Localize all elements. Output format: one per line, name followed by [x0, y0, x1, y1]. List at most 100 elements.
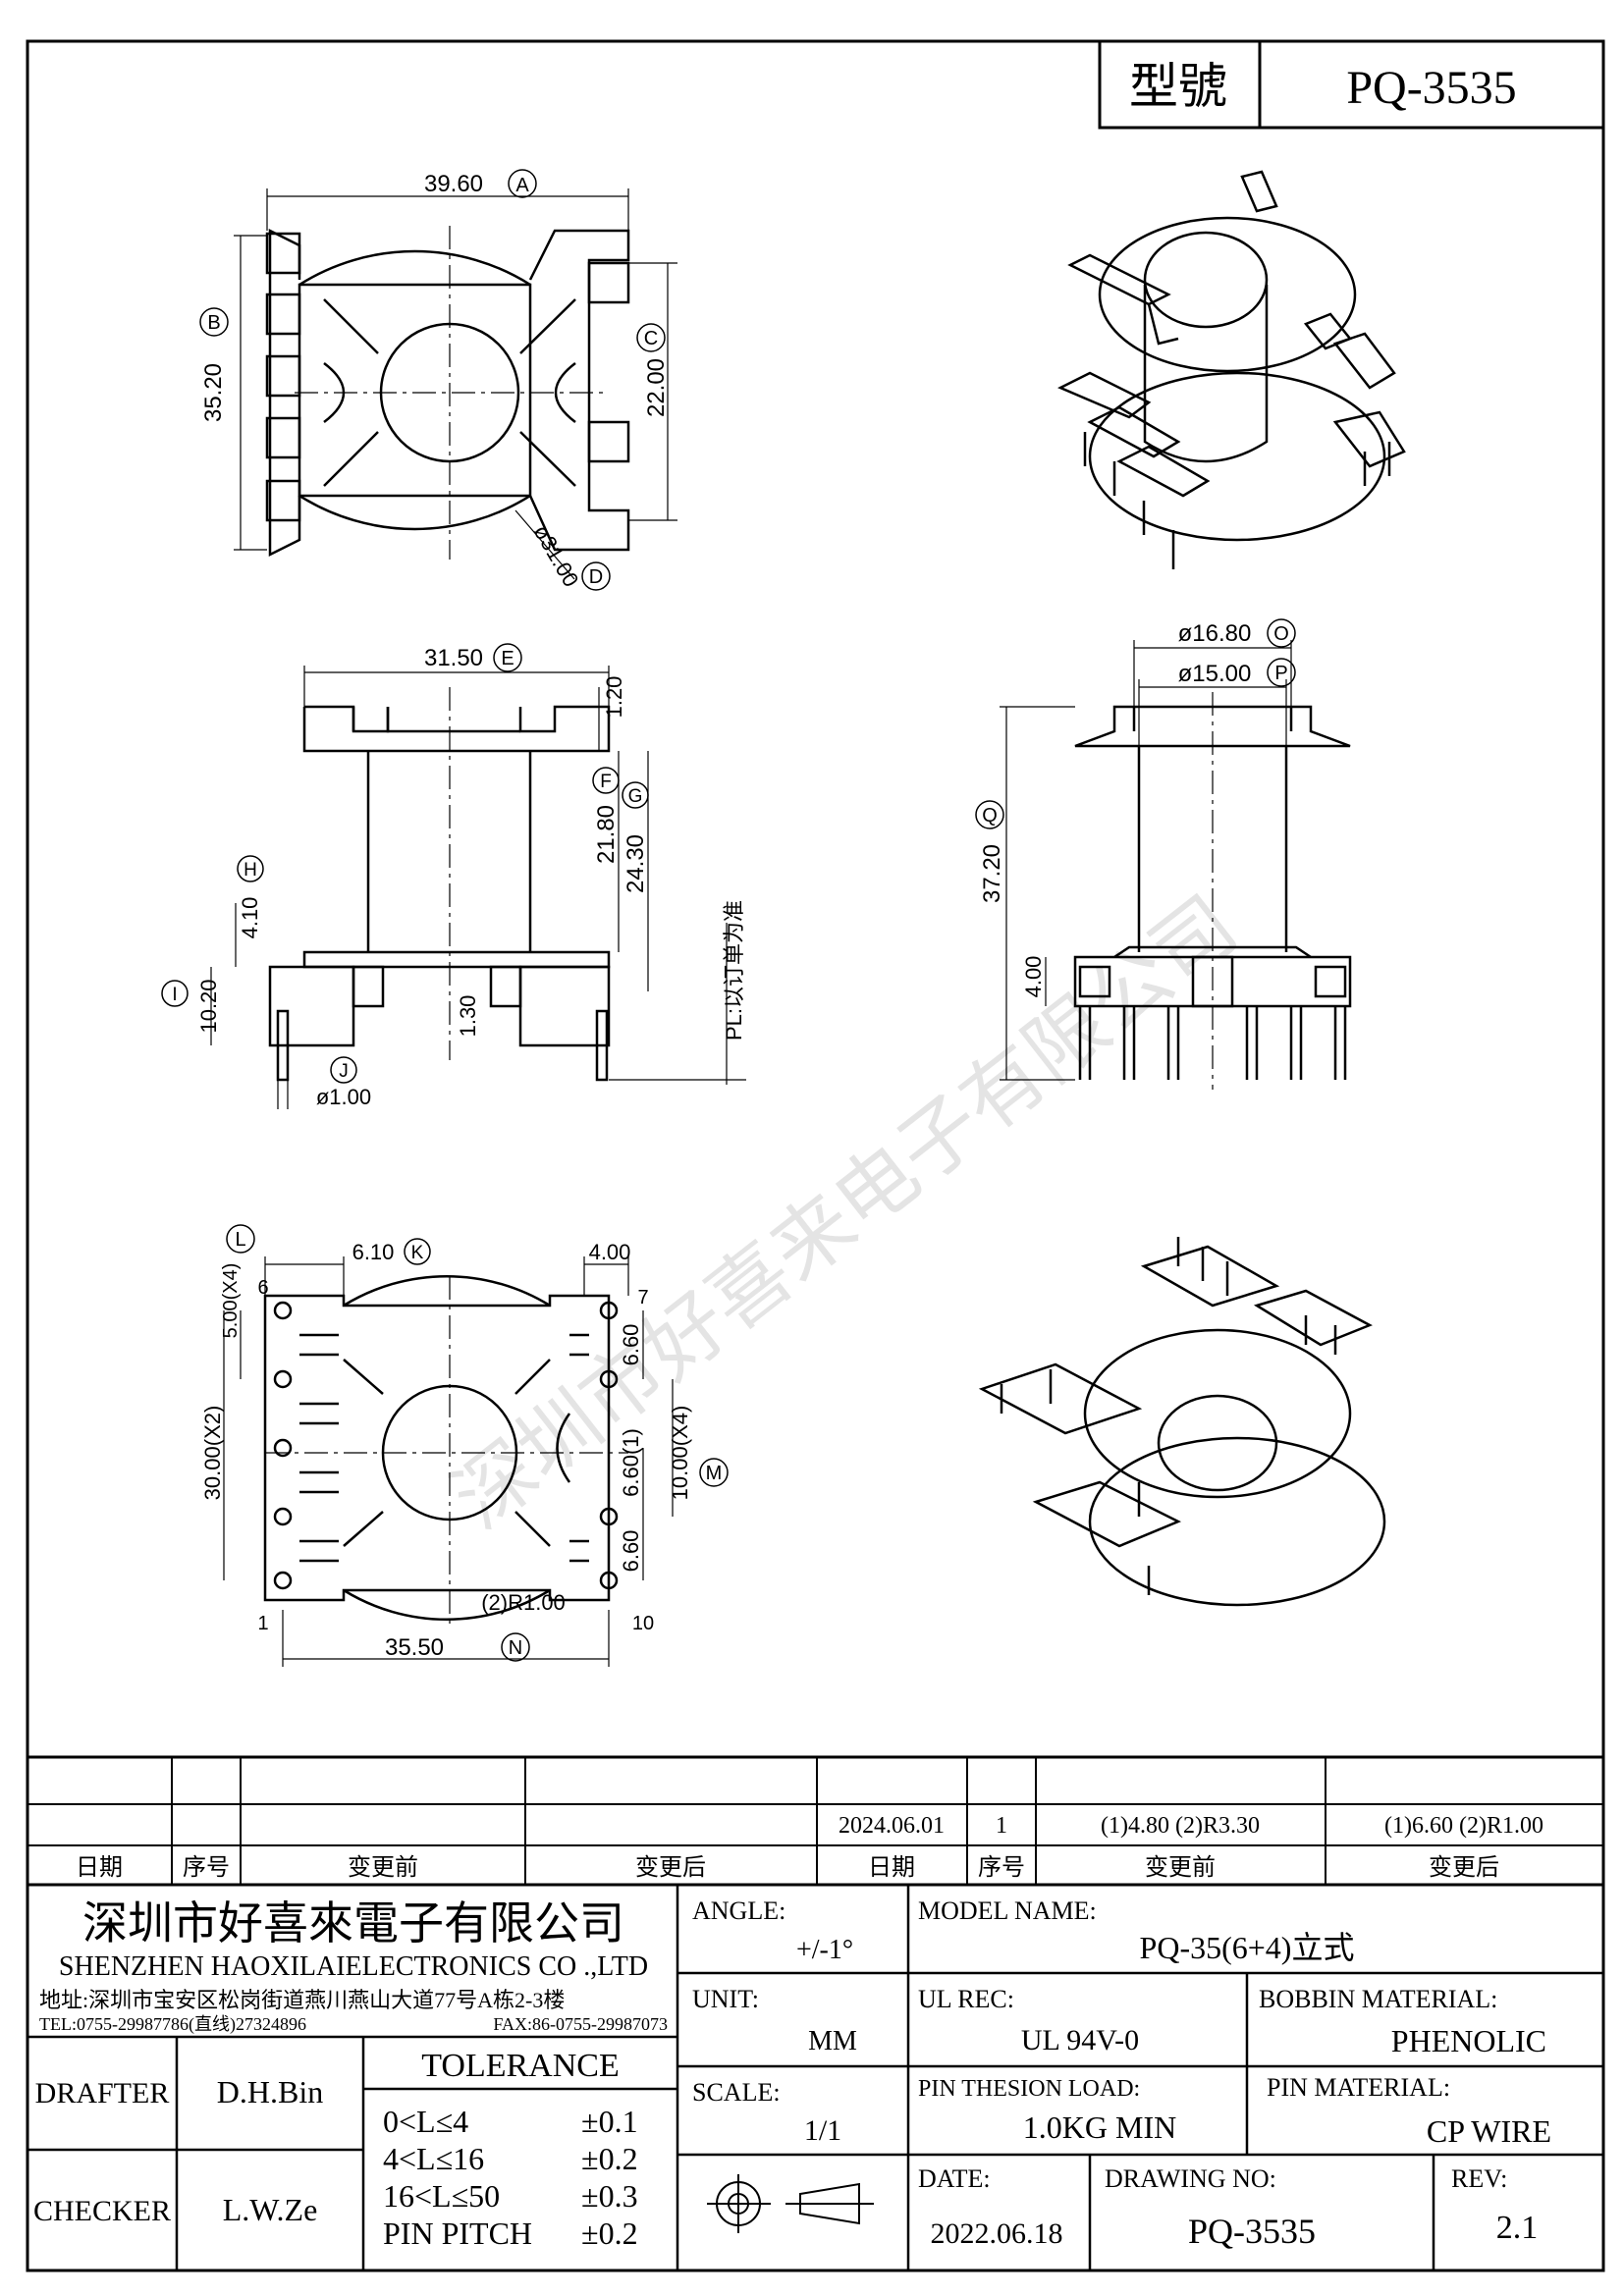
tol-value-3: ±0.3: [581, 2178, 638, 2214]
date-label: DATE:: [918, 2164, 991, 2193]
rev-header-seq-1: 序号: [183, 1854, 230, 1881]
watermark: 深圳市好喜来电子有限公司: [437, 881, 1253, 1546]
company-address: 地址:深圳市宝安区松岗街道燕川燕山大道77号A栋2-3楼: [39, 1988, 565, 2012]
drafter-value: D.H.Bin: [217, 2074, 323, 2109]
ref-C: C: [644, 328, 658, 349]
rev-row-c5: 2024.06.01: [839, 1813, 945, 1839]
pin-mat-value: CP WIRE: [1427, 2113, 1551, 2149]
model-value: PQ-3535: [1346, 62, 1516, 114]
pin-6: 6: [257, 1277, 268, 1299]
company-fax: FAX:86-0755-29987073: [493, 2014, 668, 2034]
rev-header-seq-2: 序号: [978, 1854, 1025, 1881]
ul-label: UL REC:: [918, 1985, 1014, 2013]
rev-row-c6: 1: [996, 1813, 1007, 1839]
tol-value-4: ±0.2: [581, 2216, 638, 2251]
dim-O: ø16.80: [1178, 620, 1252, 647]
dim-P: ø15.00: [1178, 661, 1252, 687]
model-header: 型號 PQ-3535: [1098, 39, 1605, 130]
ul-value: UL 94V-0: [1021, 2024, 1139, 2056]
dim-L: 5.00(X4): [220, 1263, 242, 1339]
tolerance-title: TOLERANCE: [421, 2048, 619, 2084]
pin-load-label: PIN THESION LOAD:: [918, 2076, 1140, 2102]
ref-A: A: [515, 175, 529, 196]
projection-symbol-icon: [707, 2174, 874, 2233]
ref-B: B: [207, 312, 220, 334]
iso-view-bottom: [978, 1237, 1386, 1607]
tol-range-2: 4<L≤16: [383, 2141, 484, 2176]
rev-header-date-1: 日期: [76, 1855, 123, 1881]
ref-K: K: [411, 1243, 424, 1263]
company-name-en: SHENZHEN HAOXILAIELECTRONICS CO .,LTD: [59, 1951, 648, 1982]
dim-R: (2)R1.00: [481, 1590, 566, 1615]
angle-value: +/-1°: [796, 1935, 853, 1965]
ref-O: O: [1273, 623, 1289, 645]
dim-J: ø1.00: [316, 1085, 371, 1109]
rev-header-after-1: 变更后: [635, 1854, 706, 1881]
dim-K: 6.10: [352, 1240, 395, 1264]
dim-E: 31.50: [424, 645, 483, 671]
pin-1: 1: [257, 1613, 268, 1634]
iso-view-top: [1057, 170, 1406, 569]
rev-value: 2.1: [1496, 2210, 1539, 2246]
tol-range-1: 0<L≤4: [383, 2104, 468, 2139]
ref-G: G: [628, 786, 643, 807]
dim-N: 35.50: [385, 1634, 444, 1661]
dim-low: 4.00: [1021, 956, 1046, 998]
front-view: [268, 705, 611, 1082]
scale-label: SCALE:: [692, 2078, 781, 2107]
tol-range-3: 16<L≤50: [383, 2178, 500, 2214]
bottom-view-centerlines: [265, 1276, 628, 1629]
dim-C: 22.00: [643, 358, 670, 417]
rev-label: REV:: [1451, 2164, 1507, 2193]
rev-row-c7: (1)4.80 (2)R3.30: [1101, 1813, 1260, 1839]
dim-top: 1.20: [602, 676, 626, 719]
ref-H: H: [244, 860, 257, 881]
pin-7: 7: [637, 1287, 648, 1308]
rev-header-before-1: 变更前: [348, 1854, 418, 1881]
tol-value-2: ±0.2: [581, 2141, 638, 2176]
drawing-no-label: DRAWING NO:: [1105, 2164, 1276, 2193]
pin-load-value: 1.0KG MIN: [1023, 2109, 1176, 2145]
dim-660c: 6.60: [619, 1530, 643, 1573]
ref-E: E: [501, 648, 514, 669]
company-tel: TEL:0755-29987786(直线)27324896: [39, 2014, 306, 2035]
unit-label: UNIT:: [692, 1985, 759, 2013]
dim-Q: 37.20: [979, 844, 1005, 903]
ref-L: L: [235, 1229, 245, 1251]
dim-D: ø31.00: [529, 520, 584, 591]
dim-H: 4.10: [238, 897, 262, 939]
title-block-grid: [27, 1885, 1603, 2270]
pin-10: 10: [632, 1613, 654, 1634]
rev-row-c8: (1)6.60 (2)R1.00: [1384, 1813, 1543, 1839]
drawing-no-value: PQ-3535: [1188, 2212, 1316, 2251]
scale-value: 1/1: [804, 2114, 841, 2147]
pin-mat-label: PIN MATERIAL:: [1267, 2073, 1450, 2102]
dim-400: 4.00: [589, 1240, 631, 1264]
dim-mid: 1.30: [456, 995, 480, 1038]
side-view-dimensions: [1000, 640, 1292, 1081]
angle-label: ANGLE:: [692, 1896, 785, 1925]
top-view-dimensions: [234, 188, 677, 580]
ref-F: F: [600, 772, 612, 792]
dim-30: 30.00(X2): [200, 1406, 225, 1501]
dim-F: 21.80: [593, 805, 620, 864]
ref-I: I: [172, 985, 177, 1005]
drafter-label: DRAFTER: [35, 2077, 170, 2109]
model-label: 型號: [1129, 59, 1227, 114]
dim-660b: 6.60(1): [619, 1428, 643, 1497]
ref-J: J: [339, 1061, 349, 1082]
dim-B: 35.20: [200, 363, 227, 422]
pl-note: PL:以订单为准: [722, 900, 746, 1041]
tol-range-4: PIN PITCH: [383, 2216, 532, 2251]
unit-value: MM: [808, 2026, 857, 2056]
company-block: 深圳市好喜來電子有限公司 SHENZHEN HAOXILAIELECTRONIC…: [39, 1898, 668, 2035]
date-value: 2022.06.18: [931, 2217, 1063, 2250]
tol-value-1: ±0.1: [581, 2104, 638, 2139]
rev-header-after-2: 变更后: [1429, 1854, 1499, 1881]
ref-N: N: [509, 1637, 522, 1659]
model-name-value: PQ-35(6+4)立式: [1140, 1930, 1355, 1965]
bottom-view-dimensions: [223, 1256, 674, 1667]
company-name-cn: 深圳市好喜來電子有限公司: [82, 1898, 624, 1949]
dim-660a: 6.60: [619, 1324, 643, 1366]
revision-table: [27, 1755, 1603, 1887]
